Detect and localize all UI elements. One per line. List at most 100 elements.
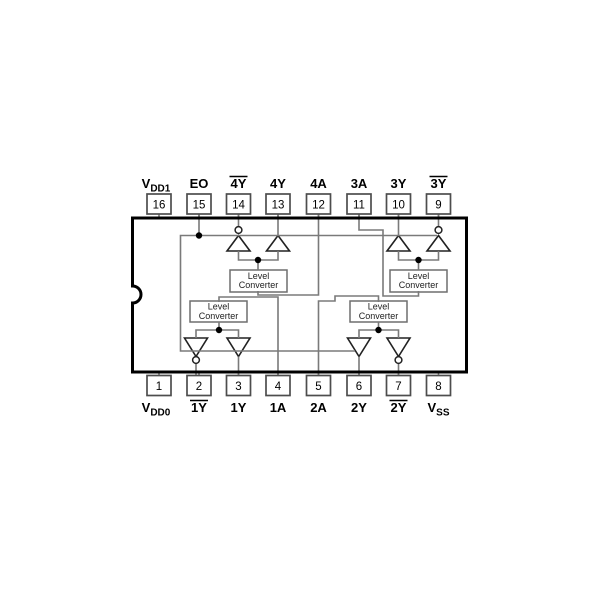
bubble-1y-bar: [191, 355, 201, 365]
pin-4-label: 1A: [270, 400, 287, 415]
pin-1: 1: [146, 374, 172, 397]
pin-4-number: 4: [275, 381, 282, 393]
pin-14-number: 14: [232, 200, 245, 212]
inverter-1y-bar: [183, 337, 209, 359]
level-converter-3: Level Converter: [389, 269, 448, 293]
level-converter-2-label-line1: Level: [368, 302, 390, 312]
pin-16: 16: [146, 193, 172, 215]
pin-12: 12: [305, 193, 332, 215]
pin-8-box: [425, 374, 452, 397]
pin-7-number: 7: [395, 381, 401, 393]
wire-4a-to-converter: [257, 214, 320, 296]
pin-2-label: 1Y: [191, 400, 207, 415]
buffer-3y: [385, 234, 412, 252]
pin-13-number: 13: [272, 200, 285, 212]
pin-1-box: [146, 374, 172, 397]
pin-4: 4: [265, 374, 291, 397]
junction-dot-ch1: [215, 326, 223, 334]
pin-11-box: [346, 193, 372, 215]
junction-dot-ch2: [375, 326, 382, 334]
pin-3: 3: [225, 374, 252, 397]
top-pin-row: 16 15 14 13 12 11 10 9: [146, 193, 452, 215]
level-converter-3-label-line1: Level: [408, 271, 430, 281]
pin-14-box: [225, 193, 252, 215]
pin-10-number: 10: [392, 200, 405, 212]
pin-13-box: [265, 193, 291, 215]
pin-8: 8: [425, 374, 452, 397]
level-converter-3-label-line2: Converter: [399, 280, 439, 290]
pin-2: 2: [186, 374, 212, 397]
pin-3-box: [225, 374, 252, 397]
level-converter-2: Level Converter: [349, 300, 408, 323]
pin-10-label: 3Y: [391, 176, 407, 191]
pin-15-box: [186, 193, 212, 215]
pin-6-label: 2Y: [351, 400, 367, 415]
pin-1-number: 1: [156, 381, 162, 393]
pin-7-box: [385, 374, 412, 397]
pin-6-box: [346, 374, 372, 397]
level-converter-4-label-line2: Converter: [239, 280, 279, 290]
level-converter-4-label-line1: Level: [248, 271, 270, 281]
bubble-2y-bar: [394, 355, 403, 365]
pin-16-box: [146, 193, 172, 215]
pin-3-number: 3: [235, 381, 241, 393]
pin-9-number: 9: [435, 200, 441, 212]
pin-6: 6: [346, 374, 372, 397]
junction-dot-ch3: [415, 256, 422, 264]
pin-7: 7: [385, 374, 412, 397]
bubble-3y-bar: [434, 225, 443, 235]
pin-9-label: 3Y: [431, 176, 447, 191]
pin-16-number: 16: [153, 200, 166, 212]
inverter-bubbles: [191, 225, 443, 365]
pin-2-box: [186, 374, 212, 397]
pin-15-number: 15: [193, 200, 206, 212]
level-converter-2-label-line2: Converter: [359, 311, 399, 321]
pin-4-box: [265, 374, 291, 397]
level-converter-1-label-line1: Level: [208, 302, 230, 312]
pin-10: 10: [385, 193, 412, 215]
pin-6-number: 6: [356, 381, 362, 393]
wire-1a-to-converter: [218, 296, 279, 376]
pin-8-number: 8: [435, 381, 441, 393]
pin-11-label: 3A: [351, 176, 368, 191]
buffer-4y: [264, 234, 292, 252]
buffer-2y: [346, 337, 372, 359]
pin-1-label: VDD0: [142, 400, 171, 419]
chip-body-outline: [131, 216, 468, 374]
pin-5: 5: [305, 374, 332, 397]
pin-5-number: 5: [315, 381, 321, 393]
level-converter-4: Level Converter: [229, 269, 288, 293]
junction-dot-eo: [195, 232, 203, 239]
bubble-4y-bar: [234, 225, 243, 235]
pin-5-label: 2A: [310, 400, 327, 415]
pin-13-label: 4Y: [270, 176, 286, 191]
wire-eo-rail: [179, 234, 437, 352]
bottom-pin-labels: VDD0 1Y 1Y 1A 2A 2Y 2Y VSS: [142, 399, 450, 419]
pin-11-number: 11: [353, 200, 365, 212]
bottom-pin-row: 1 2 3 4 5 6 7 8: [146, 374, 452, 397]
pin-14-label: 4Y: [231, 176, 247, 191]
pin-14: 14: [225, 193, 252, 215]
pin-7-label: 2Y: [391, 400, 407, 415]
wire-2a-to-converter: [317, 295, 380, 376]
pin-9-box: [425, 193, 452, 215]
inverter-2y-bar: [385, 337, 412, 359]
pin-15: 15: [186, 193, 212, 215]
inverter-4y-bar: [225, 234, 252, 252]
pin-16-label: VDD1: [142, 176, 171, 195]
buffer-1y: [225, 337, 252, 359]
junction-dots: [195, 232, 422, 334]
pin-13: 13: [265, 193, 291, 215]
pin-10-box: [385, 193, 412, 215]
level-converter-1: Level Converter: [189, 300, 248, 323]
pin-5-box: [305, 374, 332, 397]
top-pin-labels: VDD1 EO 4Y 4Y 4A 3A 3Y 3Y: [142, 175, 448, 195]
pin-8-label: VSS: [427, 400, 449, 419]
junction-dot-ch4: [254, 256, 262, 264]
pin-12-box: [305, 193, 332, 215]
pin-12-label: 4A: [310, 176, 327, 191]
wire-3a-to-converter: [358, 214, 420, 297]
pin-3-label: 1Y: [231, 400, 247, 415]
pin-9: 9: [425, 193, 452, 215]
